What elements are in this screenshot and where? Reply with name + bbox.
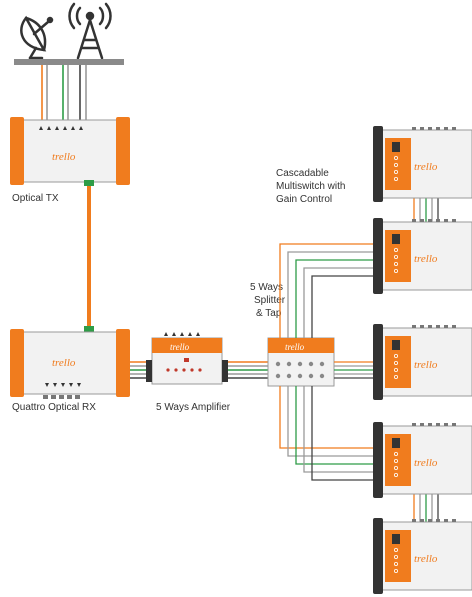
multiswitch-2: trello — [373, 218, 472, 294]
multiswitch-5: trello — [373, 518, 472, 594]
multiswitch-3: trello — [373, 324, 472, 400]
splitter-label-1: 5 Ways — [250, 282, 283, 293]
multiswitch-1: trello — [373, 126, 472, 202]
optical-tx-label: Optical TX — [12, 193, 59, 204]
svg-text:trello: trello — [414, 161, 438, 173]
splitter-label-2: Splitter — [254, 295, 286, 306]
svg-text:trello: trello — [414, 457, 438, 469]
cascade-label-3: Gain Control — [276, 194, 332, 205]
splitter-tap-device: trello — [267, 337, 335, 387]
quattro-optical-rx-device: trello — [10, 326, 130, 399]
splitter-label-3: & Tap — [256, 308, 282, 319]
cables-splitter-outputs — [279, 243, 377, 481]
amplifier-label: 5 Ways Amplifier — [156, 402, 231, 413]
svg-text:trello: trello — [414, 553, 438, 565]
cascade-cables — [413, 198, 439, 522]
svg-text:trello: trello — [170, 342, 190, 352]
antenna-bar — [14, 59, 124, 65]
svg-text:trello: trello — [414, 359, 438, 371]
svg-text:trello: trello — [52, 357, 76, 369]
svg-text:trello: trello — [52, 151, 76, 163]
satellite-dish-icon — [20, 15, 54, 60]
amplifier-device: trello — [146, 332, 228, 385]
cables-amp-splitter — [228, 361, 268, 379]
cascade-label-2: Multiswitch with — [276, 181, 345, 192]
svg-text:trello: trello — [414, 253, 438, 265]
multiswitch-4: trello — [373, 422, 472, 498]
cables-top — [41, 65, 87, 122]
quattro-rx-label: Quattro Optical RX — [12, 402, 96, 413]
cascade-label-1: Cascadable — [276, 168, 329, 179]
optical-tx-device: trello — [10, 117, 130, 186]
antenna-tower-icon — [68, 2, 112, 60]
svg-text:trello: trello — [285, 342, 305, 352]
